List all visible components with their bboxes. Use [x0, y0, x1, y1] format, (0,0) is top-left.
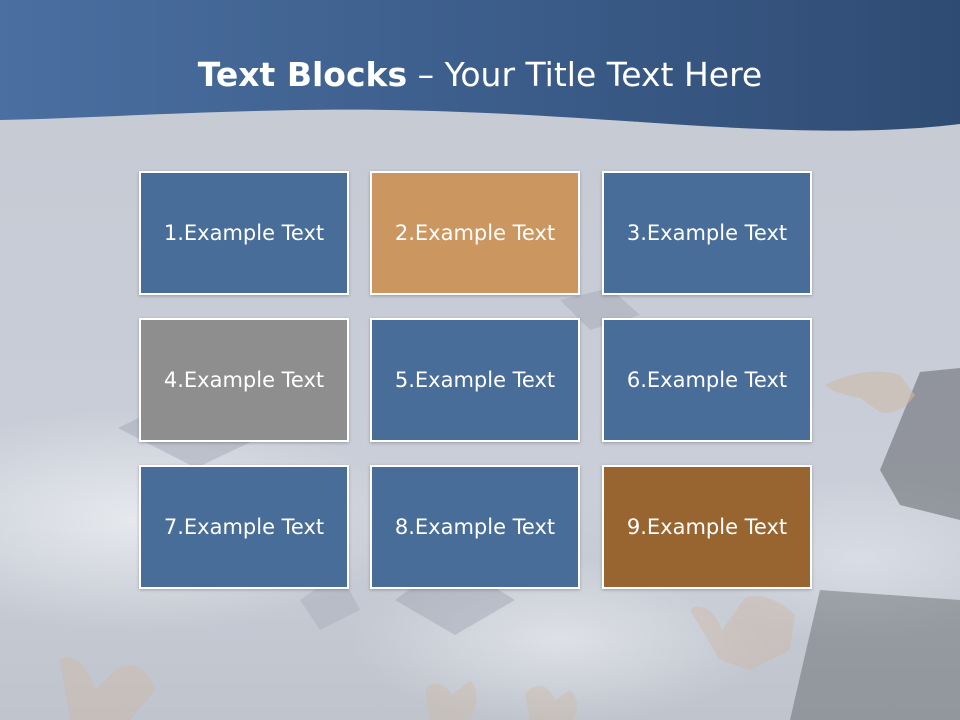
text-block-7[interactable]: 7.Example Text [139, 465, 349, 589]
slide-title: Text Blocks – Your Title Text Here [0, 52, 960, 98]
title-bold-part: Text Blocks [197, 55, 408, 94]
hand-shape [60, 657, 155, 720]
text-block-1[interactable]: 1.Example Text [139, 171, 349, 295]
text-block-3[interactable]: 3.Example Text [602, 171, 812, 295]
hand-shape [525, 685, 577, 720]
text-block-9[interactable]: 9.Example Text [602, 465, 812, 589]
text-block-label: 6.Example Text [626, 368, 788, 392]
gown-shape [880, 368, 960, 520]
header-wave [0, 0, 960, 131]
text-block-label: 8.Example Text [394, 515, 556, 539]
text-block-5[interactable]: 5.Example Text [370, 318, 580, 442]
text-block-label: 5.Example Text [394, 368, 556, 392]
text-block-4[interactable]: 4.Example Text [139, 318, 349, 442]
hand-shape [825, 371, 915, 413]
text-block-8[interactable]: 8.Example Text [370, 465, 580, 589]
hand-shape [425, 680, 477, 720]
text-block-label: 9.Example Text [626, 515, 788, 539]
text-block-label: 7.Example Text [163, 515, 325, 539]
gown-shape [790, 590, 960, 720]
text-block-label: 2.Example Text [394, 221, 556, 245]
text-block-label: 1.Example Text [163, 221, 325, 245]
text-block-2[interactable]: 2.Example Text [370, 171, 580, 295]
text-block-label: 3.Example Text [626, 221, 788, 245]
text-block-6[interactable]: 6.Example Text [602, 318, 812, 442]
hand-shape [690, 595, 795, 670]
title-rest-part: – Your Title Text Here [407, 55, 763, 94]
text-block-label: 4.Example Text [163, 368, 325, 392]
